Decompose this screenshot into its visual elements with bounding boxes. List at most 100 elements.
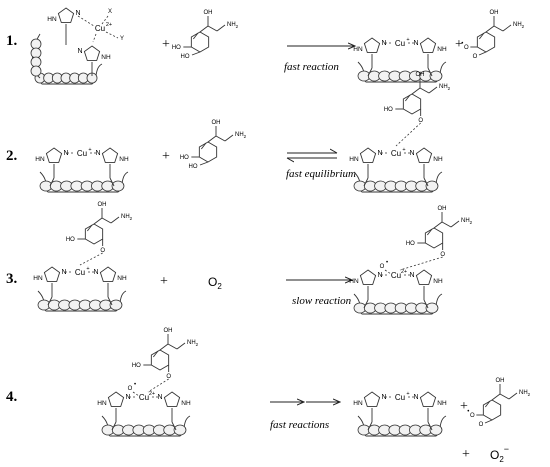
imidazole-nitrogen: N [63,150,68,157]
oxygen-atom: O [464,45,469,51]
imidazole-nitrogen: N [381,40,386,47]
copper-charge: 2+ [106,22,112,28]
hydroxyl-group: OH [438,206,447,212]
hydroxyl-group: HO [384,107,393,113]
copper-atom: Cu [95,24,105,33]
hydroxyl-group: HO [181,54,190,60]
peptide-residue-bead [30,38,42,50]
imidazole-nitrogen: N [377,272,382,279]
imidazole-ring [163,391,181,407]
peptide-residue-bead [111,180,125,192]
superoxo-oxygen: O [380,264,385,270]
imidazole-nh: NH [433,278,443,285]
imidazole-nitrogen: N [413,40,418,47]
imidazole-ring [363,391,381,407]
imidazole-nh: NH [181,400,191,407]
hydroxyl-group: HO [180,155,189,161]
copper-charge: 2+ [401,269,407,275]
phenolate-oxygen: O [440,252,445,258]
benzene-ring [84,223,104,245]
superoxide-anion: O2− [490,444,509,462]
copper-atom: Cu [395,39,405,48]
benzene-ring [424,227,444,249]
imidazole-nitrogen: N [93,269,98,276]
imidazole-nh: HN [353,400,363,407]
phenolate-oxygen: O [418,118,423,124]
peptide-residue-bead [429,70,443,82]
copper-charge: + [406,37,409,43]
imidazole-nitrogen: N [381,394,386,401]
imidazole-nh: HN [47,16,57,23]
imidazole-nh: HN [35,156,45,163]
hydroxyl-group: OH [212,120,221,126]
radical-dot: • [467,409,469,415]
oxygen-atom: O [479,422,484,428]
copper-atom: Cu [391,271,401,280]
imidazole-nh: NH [437,400,447,407]
imidazole-nitrogen: N [75,10,80,17]
imidazole-ring [57,7,75,23]
caption-slow-reaction: slow reaction [292,295,352,307]
imidazole-nitrogen: N [377,150,382,157]
benzene-ring [476,31,496,53]
imidazole-nitrogen: N [61,269,66,276]
peptide-residue-bead [30,56,42,68]
oxygen-atom: O [473,54,478,60]
imidazole-nitrogen: N [95,150,100,157]
oxygen-atom: O [470,413,475,419]
radical-dot: • [461,41,463,47]
peptide-residue-bead [425,302,439,314]
hydroxyl-group: OH [98,202,107,208]
imidazole-nh: NH [101,54,111,61]
imidazole-ring [419,391,437,407]
imidazole-nitrogen: N [413,394,418,401]
radical-dot: • [386,260,388,266]
hydroxyl-group: OH [416,72,425,78]
imidazole-nitrogen: N [157,394,162,401]
benzene-ring [150,349,170,371]
hydroxyl-group: HO [172,45,181,51]
imidazole-nitrogen: N [409,150,414,157]
step-4-number: 4. [6,389,18,405]
imidazole-ring [359,147,377,163]
hydroxyl-group: HO [189,164,198,170]
peptide-residue-bead [429,424,443,436]
imidazole-nh: NH [437,46,447,53]
imidazole-nh: HN [33,275,43,282]
copper-charge: + [88,147,91,153]
caption-fast-reactions: fast reactions [270,419,329,431]
hydroxyl-group: OH [490,10,499,16]
hydroxyl-group: OH [204,10,213,16]
hydroxyl-group: OH [164,328,173,334]
amine-group: NH2 [187,340,199,347]
amine-group: NH2 [227,22,239,29]
plus-sign: + [162,149,170,164]
phenolate-oxygen: O [100,248,105,254]
plus-sign: + [460,399,468,414]
imidazole-nh: NH [433,156,443,163]
imidazole-ring [101,147,119,163]
imidazole-ring [415,147,433,163]
ligand-y: Y [120,36,124,42]
peptide-residue-bead [109,299,123,311]
amine-group: NH2 [439,84,451,91]
imidazole-ring [363,37,381,53]
copper-atom: Cu [75,268,85,277]
imidazole-ring [415,269,433,285]
imidazole-ring [99,266,117,282]
imidazole-ring [359,269,377,285]
copper-atom: Cu [139,393,149,402]
step-3-number: 3. [6,271,18,287]
